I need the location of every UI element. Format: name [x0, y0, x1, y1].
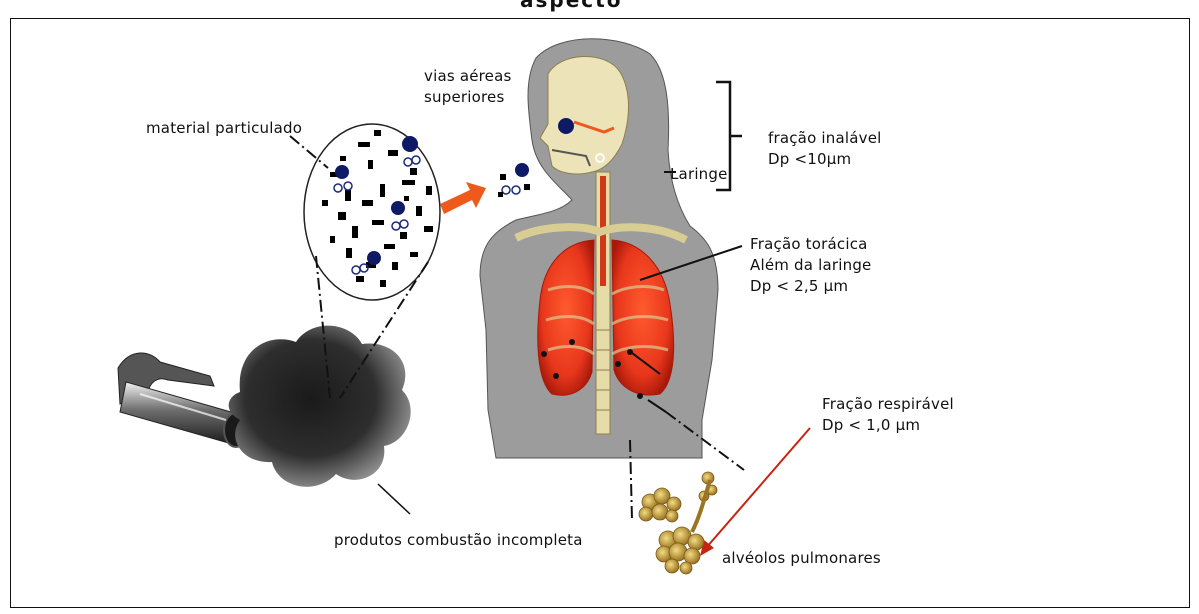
label-vias-aereas: vias aéreas superiores [424, 66, 512, 108]
label-fracao-inalavel-line2: Dp <10µm [768, 149, 882, 170]
label-laringe: Laringe [670, 164, 728, 185]
label-material-particulado: material particulado [146, 118, 302, 139]
label-fracao-respiravel-line1: Fração respirável [822, 394, 954, 415]
label-fracao-toracica: Fração torácica Além da laringe Dp < 2,5… [750, 234, 871, 297]
label-fracao-inalavel: fração inalável Dp <10µm [768, 128, 882, 170]
exhaust-pipe [118, 353, 248, 447]
label-vias-aereas-line2: superiores [424, 87, 512, 108]
human-torso [480, 39, 718, 458]
label-fracao-toracica-line3: Dp < 2,5 µm [750, 276, 871, 297]
particle-cluster [498, 163, 530, 197]
label-fracao-toracica-line1: Fração torácica [750, 234, 871, 255]
alveoli-clusters [639, 472, 717, 574]
label-vias-aereas-line1: vias aéreas [424, 66, 512, 87]
label-fracao-respiravel: Fração respirável Dp < 1,0 µm [822, 394, 954, 436]
particulate-magnifier [304, 124, 440, 300]
smoke-cloud [229, 326, 411, 487]
label-produtos-combustao: produtos combustão incompleta [334, 530, 583, 551]
inhalation-arrow [440, 182, 486, 214]
label-fracao-respiravel-line2: Dp < 1,0 µm [822, 415, 954, 436]
combustion-pointer [378, 484, 410, 514]
label-fracao-toracica-line2: Além da laringe [750, 255, 871, 276]
label-alveolos-pulmonares: alvéolos pulmonares [722, 548, 881, 569]
label-fracao-inalavel-line1: fração inalável [768, 128, 882, 149]
